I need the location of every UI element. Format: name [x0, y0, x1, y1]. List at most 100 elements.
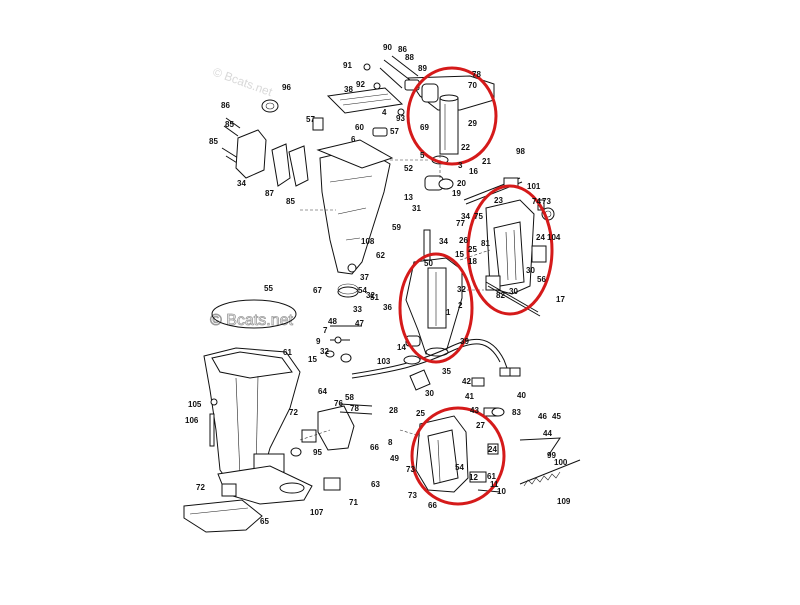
wire-44: [519, 437, 561, 457]
callout: 43: [470, 406, 479, 415]
highlight-clamp-bracket-right: [466, 184, 554, 316]
gasket-ring-55: [211, 299, 297, 329]
bolt-90: [383, 59, 411, 81]
callout: 12: [469, 473, 478, 482]
callout: 32: [320, 347, 329, 356]
callout: 60: [355, 123, 364, 132]
mount-67: [337, 286, 359, 298]
callout: 62: [376, 251, 385, 260]
block-72b: [221, 483, 237, 497]
block-24b: [531, 245, 547, 263]
callout: 15: [455, 250, 464, 259]
callout: 36: [383, 303, 392, 312]
callout: 33: [353, 305, 362, 314]
callout: 96: [282, 83, 291, 92]
callout: 86: [398, 45, 407, 54]
callout: 30: [509, 287, 518, 296]
callout: 37: [360, 273, 369, 282]
pad-12: [469, 471, 487, 483]
callout-labels: 90 86 88 91 89 78 70 92 38 96 86 85 57 4…: [185, 43, 571, 526]
callout: 66: [428, 501, 437, 510]
cable-39: [351, 338, 511, 377]
callout: 44: [543, 429, 552, 438]
callout: 50: [424, 259, 433, 268]
clamp-bracket-lower: [415, 415, 469, 493]
callout: 46: [538, 412, 547, 421]
callout: 35: [442, 367, 451, 376]
highlight-swivel-bracket: [398, 252, 474, 364]
callout: 58: [345, 393, 354, 402]
callout: 34: [461, 212, 470, 221]
callout: 64: [318, 387, 327, 396]
callout: 34: [237, 179, 246, 188]
callout: 32: [366, 291, 375, 300]
spring-99: [519, 459, 581, 485]
pin-57: [312, 117, 324, 131]
callout: 21: [482, 157, 491, 166]
connector-40: [499, 367, 511, 377]
callout: 41: [465, 392, 474, 401]
callout: 87: [265, 189, 274, 198]
callout: 71: [349, 498, 358, 507]
callout: 31: [412, 204, 421, 213]
callout: 2: [458, 301, 463, 310]
callout: 51: [370, 293, 379, 302]
callout: 70: [468, 81, 477, 90]
callout: 52: [404, 164, 413, 173]
watermark-top: © Bcats.net: [211, 65, 275, 100]
bushing-96: [261, 99, 279, 113]
callout: 3: [458, 161, 463, 170]
callout: 1: [446, 308, 451, 317]
clip-30: [409, 369, 431, 391]
callout: 69: [420, 123, 429, 132]
callout: 24: [488, 445, 497, 454]
callout: 13: [404, 193, 413, 202]
callout: 89: [418, 64, 427, 73]
callout: 11: [490, 480, 499, 489]
washer-95: [290, 447, 302, 457]
callout: 104: [547, 233, 561, 242]
callout: 106: [185, 416, 199, 425]
callout: 49: [390, 454, 399, 463]
callout: 10: [497, 487, 506, 496]
grommet-83: [491, 407, 505, 417]
callout: 27: [476, 421, 485, 430]
callout: 23: [494, 196, 503, 205]
callout: 108: [361, 237, 375, 246]
ring-3: [438, 178, 454, 190]
callout: 39: [460, 337, 469, 346]
callout: 19: [452, 189, 461, 198]
highlight-group: [398, 66, 554, 506]
callout: 25: [468, 245, 477, 254]
callout: 54: [358, 286, 367, 295]
callout: 72: [289, 408, 298, 417]
callout: 107: [310, 508, 324, 517]
callout: 82: [496, 291, 505, 300]
callout: 30: [526, 266, 535, 275]
callout: 61: [487, 472, 496, 481]
steering-arm: [407, 75, 495, 155]
callout: 25: [416, 409, 425, 418]
callout: 109: [557, 497, 571, 506]
callout: 92: [356, 80, 365, 89]
callout: 47: [355, 319, 364, 328]
callout: 29: [468, 119, 477, 128]
watermark-main: © Bcats.net: [210, 312, 293, 329]
block-71: [323, 477, 341, 491]
clamp-bracket-right: [485, 199, 535, 295]
callout: 56: [537, 275, 546, 284]
callout: 91: [343, 61, 352, 70]
skeg-65: [183, 499, 263, 533]
block-72: [301, 429, 317, 443]
callout: 90: [383, 43, 392, 52]
callout: 28: [389, 406, 398, 415]
callout: 103: [377, 357, 391, 366]
callout: 85: [209, 137, 218, 146]
callout: 99: [547, 451, 556, 460]
callout: 26: [459, 236, 468, 245]
callout: 86: [221, 101, 230, 110]
callout: 14: [397, 343, 406, 352]
exhaust-housing-61: [203, 347, 313, 505]
